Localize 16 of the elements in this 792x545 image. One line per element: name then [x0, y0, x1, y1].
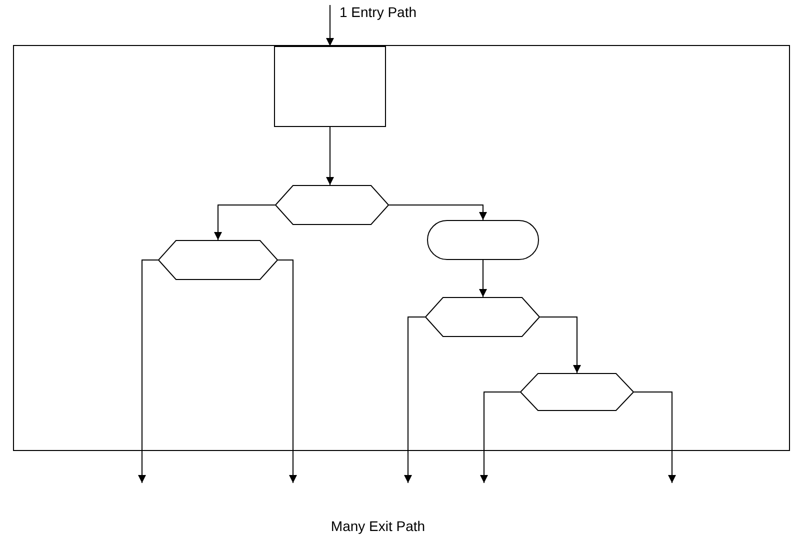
terminator-shape — [427, 220, 539, 260]
arrow — [479, 260, 487, 298]
process-box — [274, 46, 386, 127]
arrow — [138, 260, 158, 484]
arrow — [404, 316, 426, 484]
arrow — [326, 126, 334, 186]
annotation-text: Many Exit Path — [330, 518, 426, 534]
annotation-text: 1 Entry Path — [339, 4, 417, 20]
arrow — [214, 204, 276, 240]
arrow — [480, 392, 520, 484]
arrow — [634, 392, 676, 484]
arrow — [388, 204, 487, 220]
boundary-box — [13, 45, 790, 451]
arrow — [326, 4, 334, 46]
arrow — [540, 316, 581, 374]
arrow — [278, 260, 297, 484]
